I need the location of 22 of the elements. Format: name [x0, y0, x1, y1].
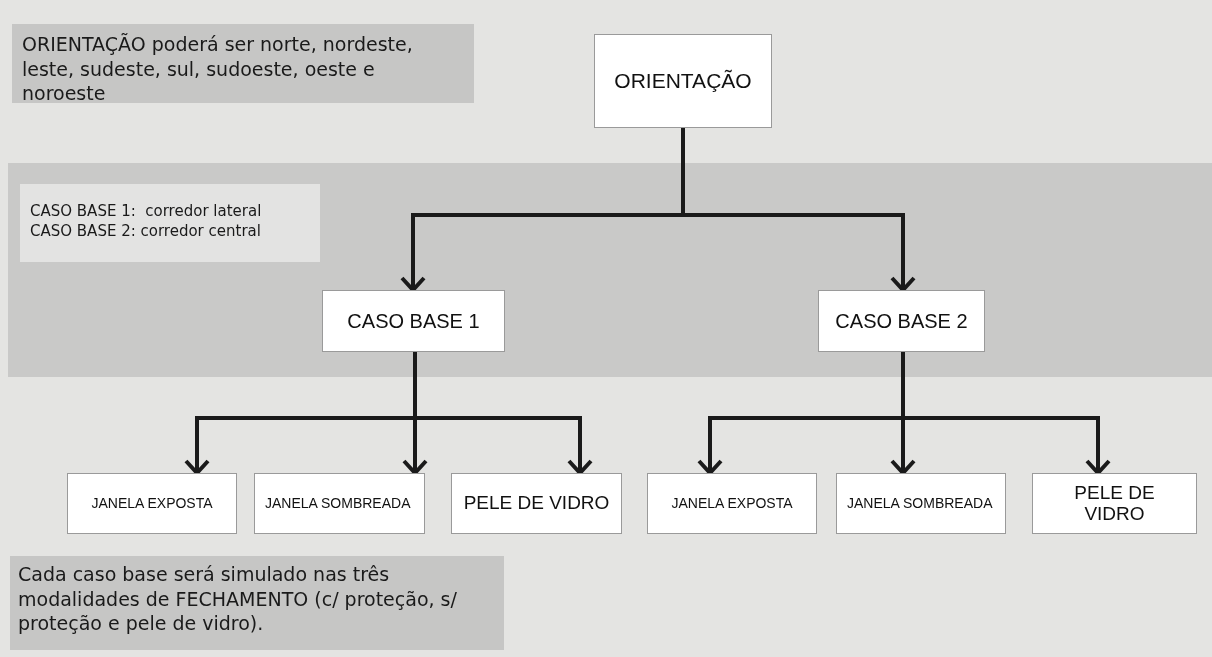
box-label: PELE DE VIDRO [1073, 482, 1156, 525]
box-label: ORIENTAÇÃO [614, 69, 752, 93]
process-box [254, 473, 425, 534]
box-label: CASO BASE 1 [347, 310, 480, 332]
process-box [836, 473, 1006, 534]
box-label: JANELA SOMBREADA [265, 495, 411, 512]
box-label: JANELA SOMBREADA [847, 495, 993, 512]
process-box [1032, 473, 1197, 534]
box-label: JANELA EXPOSTA [91, 495, 213, 512]
box-label: JANELA EXPOSTA [671, 495, 793, 512]
process-box [647, 473, 817, 534]
note-text: CASO BASE 1: corredor lateral [30, 202, 263, 222]
process-box [67, 473, 237, 534]
box-label: CASO BASE 2 [835, 310, 968, 332]
process-box [818, 290, 985, 352]
process-box [594, 34, 772, 128]
note-text: CASO BASE 2: corredor central [30, 221, 262, 241]
process-box [451, 473, 622, 534]
box-label: PELE DE VIDRO [463, 493, 610, 514]
process-box [322, 290, 505, 352]
note-text: Cada caso base será simulado nas três modalidades de FECHAMENTO (c/ proteção, s/ proteção e pele de vidro). [18, 562, 458, 637]
note-text: ORIENTAÇÃO poderá ser norte, nordeste, leste, sudeste, sul, sudoeste, oeste e noroeste [22, 32, 414, 107]
